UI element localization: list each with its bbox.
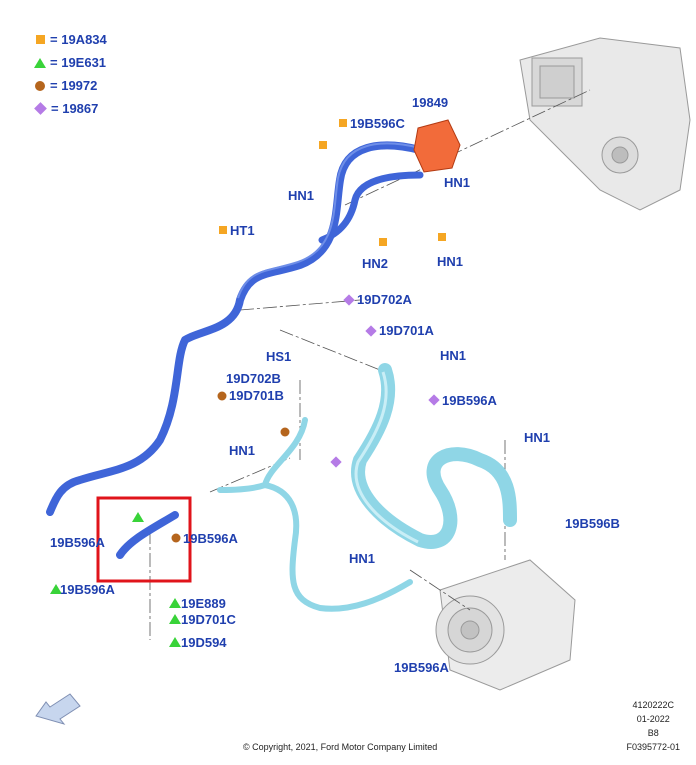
block-fitting-19849 xyxy=(413,119,461,173)
callout-hs1: HS1 xyxy=(266,349,291,364)
callout-19B596A: 19B596A xyxy=(60,582,116,597)
legend-row: = 19A834 xyxy=(34,28,107,51)
square-icon xyxy=(36,35,45,44)
callout-hn1: HN1 xyxy=(440,348,466,363)
circle-icon xyxy=(171,533,181,543)
callout-19D594: 19D594 xyxy=(181,635,227,650)
callout-19B596B: 19B596B xyxy=(565,516,620,531)
triangle-icon xyxy=(169,614,181,624)
callout-hn2: HN2 xyxy=(362,256,388,271)
legend-row: = 19867 xyxy=(34,97,107,120)
circle-icon xyxy=(217,391,227,401)
square-icon xyxy=(339,119,347,127)
highlight-box xyxy=(96,496,192,583)
legend-label: 19972 xyxy=(61,78,98,93)
callout-19D701C: 19D701C xyxy=(181,612,237,627)
triangle-icon xyxy=(50,584,62,594)
callout-19B596C: 19B596C xyxy=(350,116,406,131)
circle-icon xyxy=(35,80,45,91)
figure-date: 01-2022 xyxy=(636,714,670,724)
square-icon xyxy=(319,141,327,149)
callout-19B596A: 19B596A xyxy=(50,535,106,550)
diamond-icon xyxy=(343,294,355,306)
figure-rev: B8 xyxy=(647,728,659,738)
callout-labels: 19849 19B596C HN1 HN1 HT1 HN2 HN1 19D702… xyxy=(50,95,620,675)
liquid-hose-highlight xyxy=(354,371,419,544)
hvac-housing xyxy=(519,37,691,211)
callout-hn1: HN1 xyxy=(229,443,255,458)
diamond-icon xyxy=(330,456,342,468)
legend-label: 19867 xyxy=(62,101,99,116)
legend: = 19A834 = 19E631 = 19972 = 19867 xyxy=(34,28,107,120)
legend-label: 19E631 xyxy=(61,55,107,70)
copyright-text: © Copyright, 2021, Ford Motor Company Li… xyxy=(243,742,438,752)
square-icon xyxy=(379,238,387,246)
diamond-icon xyxy=(365,325,377,337)
legend-row: = 19E631 xyxy=(34,51,107,74)
suction-hose xyxy=(46,141,424,559)
callout-19B596A: 19B596A xyxy=(394,660,450,675)
triangle-icon xyxy=(132,512,144,522)
circle-icon xyxy=(280,427,290,437)
callout-19B596A: 19B596A xyxy=(183,531,239,546)
triangle-icon xyxy=(169,637,181,647)
callout-hn1: HN1 xyxy=(524,430,550,445)
triangle-icon xyxy=(169,598,181,608)
ac-compressor xyxy=(435,559,576,691)
callout-19D702B: 19D702B xyxy=(226,371,281,386)
callout-hn1: HN1 xyxy=(437,254,463,269)
markers xyxy=(50,119,446,647)
callout-19B596A: 19B596A xyxy=(442,393,498,408)
figure-info: 4120222C 01-2022 B8 F0395772-01 xyxy=(626,698,680,754)
callout-hn1: HN1 xyxy=(349,551,375,566)
figure-number: F0395772-01 xyxy=(626,742,680,752)
callout-19D702A: 19D702A xyxy=(357,292,413,307)
legend-row: = 19972 xyxy=(34,74,107,97)
diamond-icon xyxy=(428,394,440,406)
legend-label: 19A834 xyxy=(61,32,107,47)
callout-19D701B: 19D701B xyxy=(229,388,284,403)
square-icon xyxy=(219,226,227,234)
callout-19E889: 19E889 xyxy=(181,596,226,611)
suction-hose-highlight xyxy=(237,142,421,299)
callout-hn1: HN1 xyxy=(288,188,314,203)
figure-code: 4120222C xyxy=(632,700,674,710)
triangle-icon xyxy=(34,57,46,68)
callout-hn1: HN1 xyxy=(444,175,470,190)
direction-arrow-icon xyxy=(35,693,81,725)
callout-ht1: HT1 xyxy=(230,223,255,238)
square-icon xyxy=(438,233,446,241)
callout-19D701A: 19D701A xyxy=(379,323,435,338)
callout-19849: 19849 xyxy=(412,95,448,110)
